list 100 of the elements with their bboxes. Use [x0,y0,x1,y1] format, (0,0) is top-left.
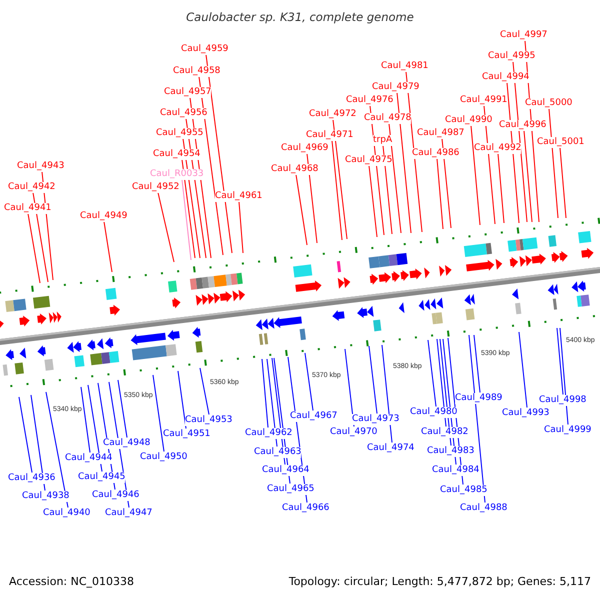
gene-label: Caul_4985 [440,484,488,496]
gene-label: Caul_4946 [92,490,140,500]
leader-line [344,348,354,427]
leader-line [474,334,480,393]
gene-label: Caul_4981 [381,60,428,72]
leader-line [428,340,436,407]
leader-line [382,344,392,443]
leader-line [198,76,224,256]
leader-line [28,213,40,284]
gene-label: Caul_4968 [271,164,318,174]
leader-line [238,201,244,254]
gene-label: Caul_4962 [245,428,292,438]
leader-line [406,71,422,232]
leader-line [382,145,392,234]
gene-label: Caul_4991 [460,94,508,106]
gene-label: Caul_4966 [282,502,330,514]
gene-label: Caul_4964 [262,464,310,476]
gene-label: Caul_4973 [352,414,400,424]
leader-line [442,138,452,228]
gene-label: Caul_4963 [254,446,302,458]
genome-summary-text: Topology: circular; Length: 5,477,872 bp; Genes: 5,117 [288,575,591,589]
leader-line [46,392,68,508]
gene-label: Caul_4997 [500,30,548,40]
gene-label: Caul_4996 [499,120,546,130]
gene-label: Caul_4938 [22,490,70,502]
title: Caulobacter sp. K31, complete genome [185,10,415,24]
gene-label: Caul_4978 [364,112,412,124]
gene-label: Caul_4974 [367,442,414,454]
gene-label: Caul_4942 [8,182,56,192]
gene-label: Caul_5000 [525,98,572,108]
gene-label: Caul_4965 [267,484,314,494]
leader-line [332,119,348,240]
leader-line [388,123,402,234]
gene-label: Caul_4982 [421,426,468,438]
gene-label: Caul_4998 [539,394,586,406]
accession-text: Accession: NC_010338 [9,575,134,589]
leader-line [30,394,46,491]
leader-line [152,374,164,452]
leader-line [524,130,532,222]
leader-line [182,159,196,258]
gene-label: Caul_4956 [160,108,208,118]
gene-label: Caul_4951 [163,428,210,440]
gene-label: Caul_4975 [345,154,392,166]
gene-label: Caul_4969 [281,142,328,154]
gene-label: Caul_4984 [432,464,480,476]
leader-line [296,174,308,246]
gene-label: Caul_4967 [290,410,338,422]
gene-label: Caul_4990 [445,114,492,126]
gene-label: Caul_4947 [105,508,152,518]
leader-line [468,334,486,503]
leader-line [88,384,102,472]
gene-label: Caul_4954 [153,148,200,160]
leader-line [32,192,48,282]
gene-label: Caul_4959 [181,44,228,54]
leader-line [368,165,378,238]
gene-label: Caul_4961 [215,190,262,202]
leader-line [306,153,318,244]
leader-line [200,368,210,415]
gene-label: trpA [373,134,392,146]
leader-line [396,92,412,234]
gene-label: Caul_4970 [330,426,378,438]
gene-label: Caul_4952 [132,182,180,192]
gene-label: Caul_4958 [173,66,220,76]
leader-line [178,370,186,429]
gene-label: Caul_4972 [309,108,356,120]
gene-label: Caul_4936 [8,472,56,484]
leader-line [436,338,446,427]
gene-label: Caul_4949 [80,210,128,222]
gene-label: Caul_4980 [410,406,458,418]
gene-label: Caul_4986 [412,148,460,158]
leader-line [518,332,528,408]
gene-label: Caul_4987 [417,128,464,138]
gene-label: Caul_4953 [185,414,232,426]
gene-label: Caul_R0033 [150,168,204,180]
gene-label: Caul_4950 [140,452,188,462]
gene-label: Caul_4957 [164,86,212,98]
leader-line [18,396,32,473]
gene-label: Caul_4976 [346,94,394,106]
leader-line [206,54,232,254]
gene-label: Caul_4993 [502,408,550,418]
gene-label: Caul_4948 [103,438,150,448]
leader-line [104,221,112,272]
gene-label: Caul_4941 [4,202,52,214]
gene-label: Caul_5001 [537,136,584,148]
leader-line [80,386,90,453]
leader-line [560,147,566,218]
leader-line [118,380,128,438]
leader-line [436,158,444,230]
gene-label: Caul_4940 [43,508,90,518]
leader-line [304,352,314,411]
leader-line [470,125,480,226]
gene-label: Caul_4995 [488,50,536,62]
gene-label: Caul_4989 [455,392,502,404]
gene-label: Caul_4943 [17,160,64,172]
leader-line [498,153,504,224]
gene-label: Caul_4979 [372,82,420,92]
gene-label: Caul_4994 [482,72,530,82]
gene-label: Caul_4971 [306,130,354,140]
leader-line [548,108,558,218]
gene-label: Caul_4992 [474,142,522,154]
